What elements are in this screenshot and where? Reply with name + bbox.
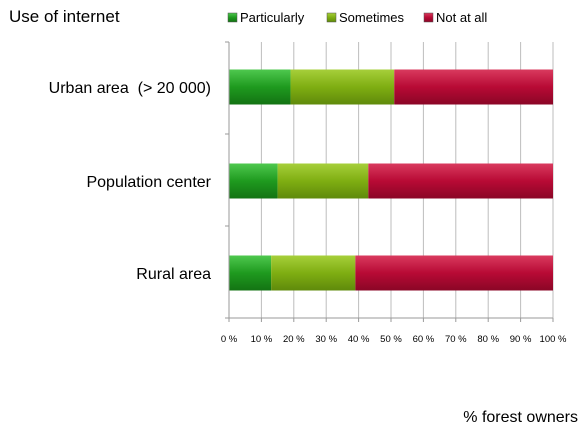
- legend: Particularly Sometimes Not at all: [227, 10, 487, 25]
- legend-label-2: Not at all: [436, 10, 487, 25]
- x-tick-label-0: 0 %: [221, 334, 238, 345]
- bar-2-1: [271, 255, 356, 291]
- x-tick-label-8: 80 %: [477, 334, 499, 345]
- x-tick-label-5: 50 %: [380, 334, 402, 345]
- category-label-2: Rural area: [136, 266, 211, 283]
- legend-label-1: Sometimes: [339, 10, 405, 25]
- chart-title: Use of internet: [9, 7, 120, 26]
- bar-2-0: [229, 255, 272, 291]
- category-labels: Urban area (> 20 000) Population centerRu…: [49, 80, 212, 283]
- category-label-0: Urban area (> 20 000): [49, 80, 211, 97]
- bar-1-0: [229, 163, 278, 199]
- bar-1-1: [277, 163, 369, 199]
- legend-item-1: Sometimes: [326, 10, 405, 25]
- x-tick-label-2: 20 %: [283, 334, 305, 345]
- legend-label-0: Particularly: [240, 10, 305, 25]
- x-tick-label-6: 60 %: [413, 334, 435, 345]
- x-tick-label-1: 10 %: [251, 334, 273, 345]
- bar-0-1: [290, 69, 395, 105]
- legend-item-0: Particularly: [227, 10, 305, 25]
- legend-swatch-0: [227, 12, 238, 23]
- legend-swatch-1: [326, 12, 337, 23]
- x-tick-labels: 0 % 10 % 20 % 30 % 40 % 50 % 60 % 70 % 80 % 90 % 1…: [221, 334, 567, 345]
- bar-0-2: [394, 69, 553, 105]
- bar-2-2: [355, 255, 553, 291]
- x-tick-label-10: 100 %: [540, 334, 567, 345]
- x-tick-label-4: 40 %: [348, 334, 370, 345]
- x-tick-label-3: 30 %: [315, 334, 337, 345]
- category-label-1: Population center: [86, 174, 211, 191]
- bars: [229, 69, 553, 291]
- x-axis-label: % forest owners: [463, 409, 578, 426]
- bar-1-2: [368, 163, 553, 199]
- x-tick-label-9: 90 %: [510, 334, 532, 345]
- bar-0-0: [229, 69, 291, 105]
- x-tick-label-7: 70 %: [445, 334, 467, 345]
- legend-item-2: Not at all: [423, 10, 487, 25]
- axes: [225, 41, 554, 322]
- legend-swatch-2: [423, 12, 434, 23]
